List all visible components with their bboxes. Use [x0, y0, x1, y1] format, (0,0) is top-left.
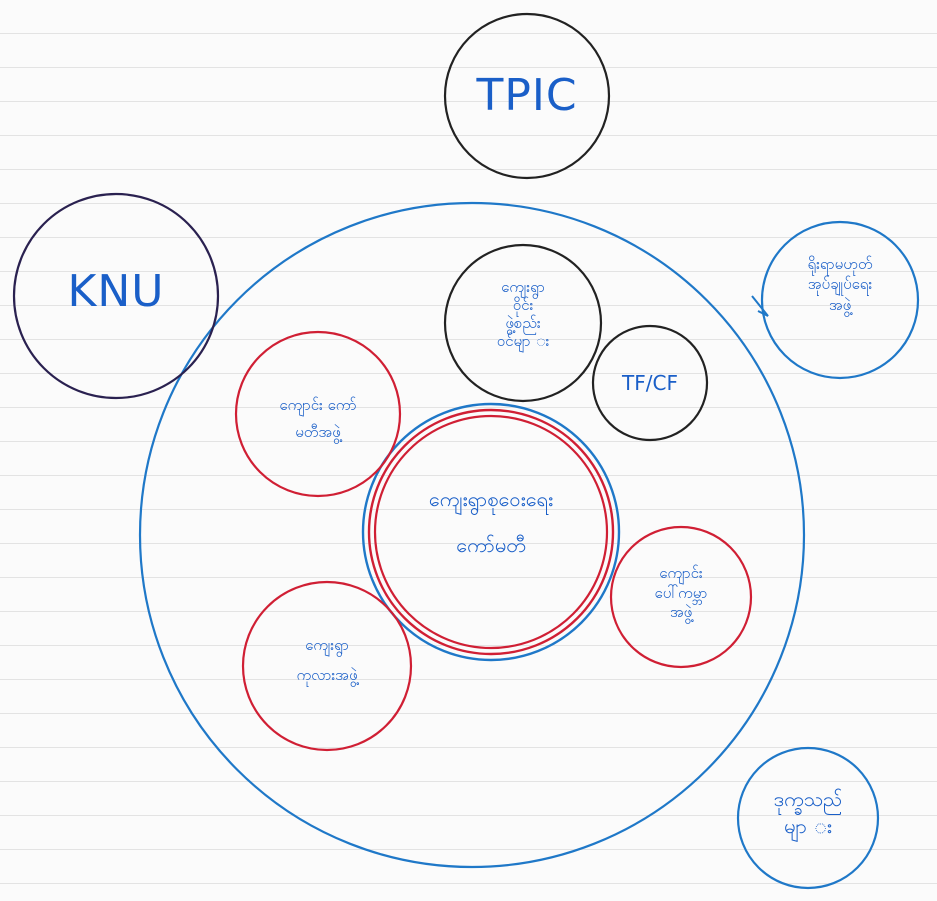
left-upper-circle: [234, 330, 402, 498]
bottom-right-circle: [736, 746, 880, 890]
top-right-label: ရိုးရာမဟုတ် အုပ်ချုပ်ရေး အဖွဲ့: [807, 255, 873, 314]
inner-top-label: ကျေးရွာ ဝိုင်း ဖွဲ့စည်း ဝင်မျာ း: [496, 278, 550, 350]
tf-cf-label: TF/CF: [622, 371, 678, 395]
top-right-circle: [760, 220, 920, 380]
center-circle-outer: [361, 402, 621, 662]
tpic-circle: [443, 12, 611, 180]
inner-top-circle: [443, 243, 603, 403]
center-circle-inner: [367, 408, 615, 656]
center-circle-ring: [373, 414, 609, 650]
left-lower-circle: [241, 580, 413, 752]
right-lower-label: ကျောင်း ပေါ်ကမ္ဘာ အဖွဲ့: [654, 564, 708, 621]
knu-circle: [12, 192, 220, 400]
bottom-right-label: ဒုက္ခသည် မျာ း: [773, 787, 843, 838]
right-lower-circle: [609, 525, 753, 669]
tpic-label: TPIC: [476, 70, 578, 121]
left-lower-label: ကျေးရွာ ကုလားအဖွဲ့: [296, 636, 358, 684]
left-upper-label: ကျောင်း ကော် မတီအဖွဲ့: [279, 396, 357, 441]
center-label: ကျေးရွာစုဝေးရေး ကော်မတီ: [428, 487, 554, 557]
arrow-icon: [751, 295, 769, 317]
outer-circle: [138, 201, 806, 869]
knu-label: KNU: [67, 266, 165, 317]
tf-cf-circle: [591, 324, 709, 442]
